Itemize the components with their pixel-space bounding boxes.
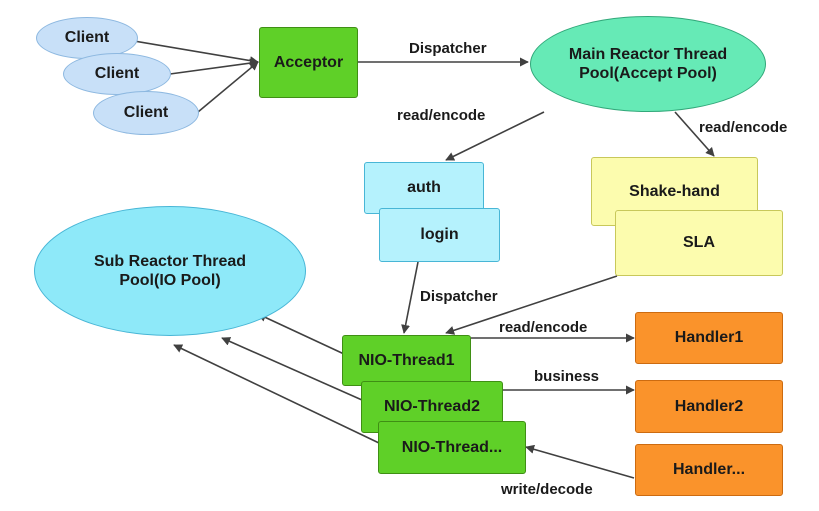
edge-label-main-to-shake-hand: read/encode xyxy=(699,119,788,136)
nio-thread-3-box: NIO-Thread... xyxy=(378,421,526,474)
arrow-login-to-nio-thread1 xyxy=(401,261,419,334)
arrow-nio-thread1-to-sub-reactor xyxy=(257,313,345,355)
arrow-handler3-to-nio-thread3 xyxy=(525,444,635,479)
handler-1-box: Handler1 xyxy=(635,312,783,364)
edge-label-handler3-to-nio: write/decode xyxy=(501,481,593,498)
main-reactor-pool-ellipse: Main Reactor Thread Pool(Accept Pool) xyxy=(530,16,766,112)
edge-label-nio-to-handler1: read/encode xyxy=(499,319,588,336)
arrow-client1-to-acceptor xyxy=(115,37,259,66)
sub-reactor-pool-ellipse: Sub Reactor Thread Pool(IO Pool) xyxy=(34,206,306,336)
edge-label-acceptor-dispatcher: Dispatcher xyxy=(409,40,487,57)
edge-label-login-dispatcher: Dispatcher xyxy=(420,288,498,305)
nio-thread-1-box: NIO-Thread1 xyxy=(342,335,471,386)
arrow-main-reactor-to-auth xyxy=(445,111,545,161)
arrow-main-reactor-to-shake-hand xyxy=(674,111,715,157)
arrow-sla-to-nio-thread1 xyxy=(445,275,618,335)
arrow-nio-thread3-to-sub-reactor xyxy=(173,344,380,444)
acceptor-box: Acceptor xyxy=(259,27,358,98)
edge-label-nio-to-handler2: business xyxy=(534,368,600,385)
handler-3-box: Handler... xyxy=(635,444,783,496)
arrow-client2-to-acceptor xyxy=(169,58,259,75)
arrow-nio-thread2-to-sub-reactor xyxy=(221,337,363,401)
client-node-1: Client xyxy=(36,17,138,59)
client-node-2: Client xyxy=(63,53,171,95)
auth-box: auth xyxy=(364,162,484,214)
client-node-3: Client xyxy=(93,91,199,135)
sla-box: SLA xyxy=(615,210,783,276)
login-box: login xyxy=(379,208,500,262)
edge-label-main-to-auth: read/encode xyxy=(397,107,486,124)
arrow-client3-to-acceptor xyxy=(197,61,259,113)
handler-2-box: Handler2 xyxy=(635,380,783,433)
